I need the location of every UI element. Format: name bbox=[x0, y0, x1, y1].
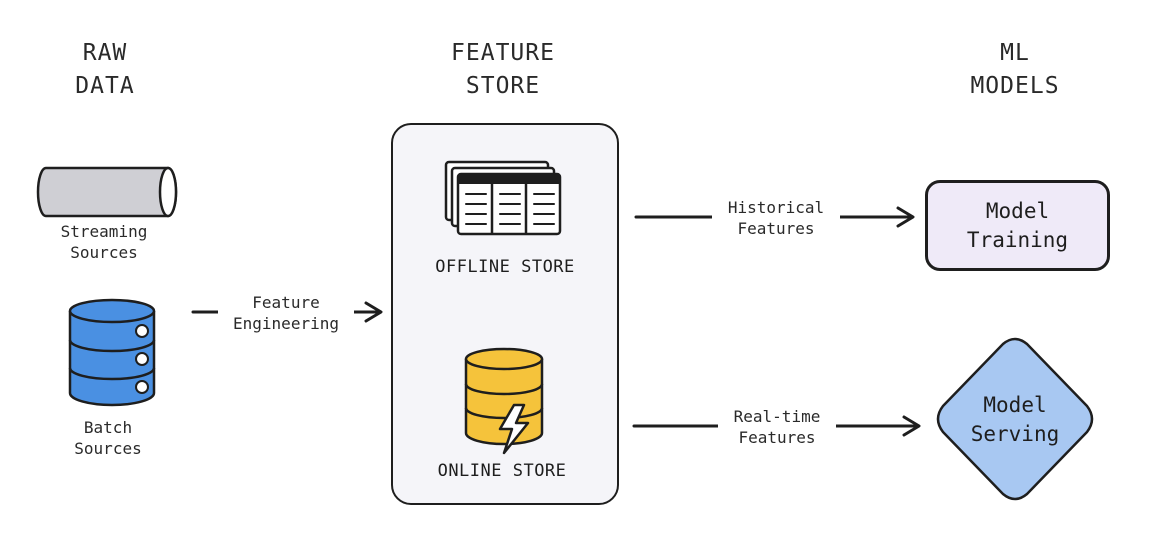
model-training-line1: Model bbox=[985, 198, 1050, 223]
streaming-sources-label: Streaming Sources bbox=[34, 221, 174, 263]
batch-sources-line1: Batch bbox=[83, 418, 133, 437]
offline-store-label: OFFLINE STORE bbox=[435, 257, 575, 277]
ml-models-title-line1: ML bbox=[1000, 40, 1030, 66]
database-icon bbox=[68, 298, 156, 407]
feature-store-title-line2: STORE bbox=[465, 73, 541, 99]
realtime-features-line2: Features bbox=[738, 428, 816, 447]
raw-data-title: RAW DATA bbox=[50, 37, 160, 103]
historical-features-line1: Historical bbox=[727, 198, 825, 217]
feature-engineering-line2: Engineering bbox=[233, 314, 339, 333]
raw-data-title-line1: RAW bbox=[82, 40, 128, 66]
realtime-features-line1: Real-time bbox=[733, 407, 821, 426]
ml-models-title-line2: MODELS bbox=[970, 73, 1060, 99]
streaming-sources-line1: Streaming bbox=[60, 222, 148, 241]
raw-data-title-line2: DATA bbox=[75, 73, 135, 99]
database-lightning-icon bbox=[464, 347, 544, 455]
model-training-line2: Training bbox=[966, 227, 1069, 252]
model-serving-text: Model Serving bbox=[945, 391, 1085, 449]
feature-store-title-line1: FEATURE bbox=[451, 40, 555, 66]
batch-sources-label: Batch Sources bbox=[38, 417, 178, 459]
pipe-icon bbox=[36, 166, 178, 218]
ml-models-title: ML MODELS bbox=[940, 37, 1090, 103]
historical-features-line2: Features bbox=[737, 219, 815, 238]
model-serving-line2: Serving bbox=[970, 422, 1060, 446]
feature-store-title: FEATURE STORE bbox=[423, 37, 583, 103]
model-serving-line1: Model bbox=[983, 393, 1047, 417]
model-training-box: Model Training bbox=[925, 180, 1110, 271]
table-stack-icon bbox=[444, 160, 562, 236]
streaming-sources-line2: Sources bbox=[70, 243, 138, 262]
online-store-label: ONLINE STORE bbox=[437, 461, 567, 481]
model-serving-diamond bbox=[936, 337, 1094, 501]
batch-sources-line2: Sources bbox=[74, 439, 142, 458]
historical-features-label: Historical Features bbox=[712, 197, 840, 239]
realtime-features-label: Real-time Features bbox=[718, 406, 836, 448]
feature-engineering-line1: Feature bbox=[252, 293, 320, 312]
feature-engineering-label: Feature Engineering bbox=[218, 292, 354, 334]
